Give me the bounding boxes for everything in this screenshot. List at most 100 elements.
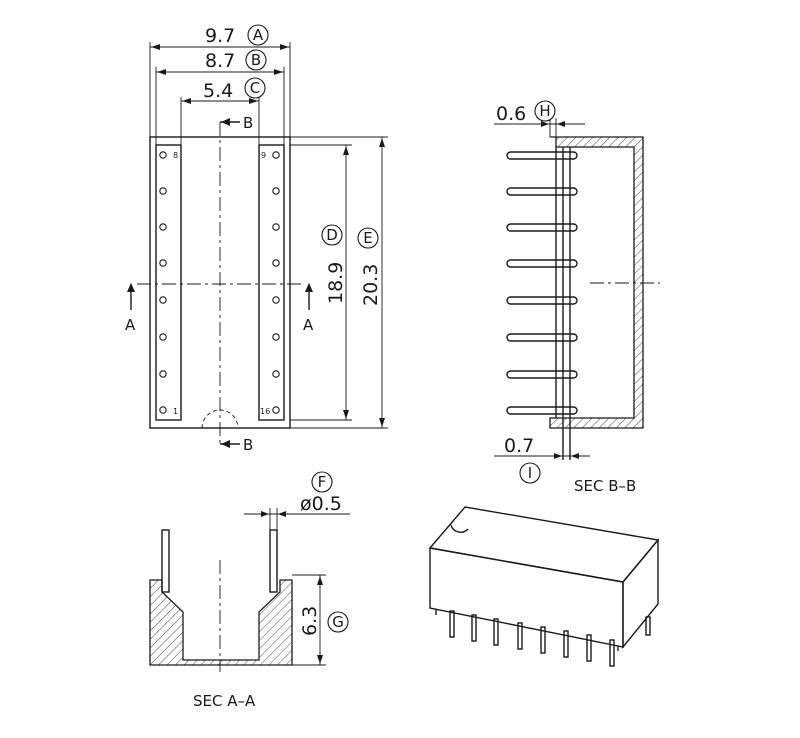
pin-hole (159, 151, 167, 159)
pin-number-1: 1 (173, 407, 178, 416)
lead (540, 626, 546, 654)
side-pin (506, 187, 578, 196)
body-front-face (429, 547, 624, 648)
arrowhead (280, 44, 289, 50)
pin-hole (272, 370, 280, 378)
right-pin-strip (258, 144, 285, 421)
callout-g-circle (327, 611, 349, 633)
arrowhead (343, 146, 349, 155)
arrowhead (127, 283, 135, 292)
lead (493, 618, 499, 646)
isometric-view (428, 506, 660, 667)
dimension-c-value: 5.4 (203, 80, 233, 102)
section-a-a-title: SEC A–A (193, 692, 256, 710)
arrowhead (221, 118, 230, 126)
callout-b-letter: B (251, 51, 261, 69)
body-side-face (622, 538, 659, 649)
side-pin (506, 370, 578, 379)
lead (471, 614, 477, 642)
arrowhead (541, 121, 549, 127)
arrowhead (249, 98, 258, 104)
pin-hole (159, 370, 167, 378)
callout-b-circle (245, 49, 267, 71)
pin-hole (272, 406, 280, 414)
callout-i-circle (519, 462, 541, 484)
lead (609, 639, 615, 667)
callout-c-circle (244, 77, 266, 99)
section-a-a-view: ø0.5 F 6.3 G SEC A–A (149, 471, 350, 710)
side-pin (506, 333, 578, 342)
top-view: 8 9 1 16 A A B B 9.7 A 8.7 B (125, 24, 388, 454)
pin-hole (159, 259, 167, 267)
section-a-label-left: A (125, 316, 136, 334)
dimension-i-value: 0.7 (504, 435, 534, 457)
lead-right (269, 529, 278, 593)
callout-e-letter: E (363, 229, 372, 247)
pin-number-8: 8 (173, 151, 178, 160)
callout-d-letter: D (326, 226, 338, 244)
side-pin (506, 296, 578, 305)
callout-c-letter: C (250, 79, 260, 97)
dimension-f-value: ø0.5 (300, 493, 342, 515)
section-b-b-title: SEC B–B (574, 477, 636, 495)
callout-f-circle (311, 471, 333, 493)
dimension-d-value: 18.9 (325, 262, 347, 304)
section-b-label-top: B (243, 114, 253, 132)
pin-hole (159, 296, 167, 304)
callout-g-letter: G (332, 613, 344, 631)
callout-e-circle (357, 227, 379, 249)
pin-number-16: 16 (260, 407, 270, 416)
callout-f-letter: F (318, 473, 327, 491)
lead-left (161, 529, 170, 593)
dimension-e-value: 20.3 (360, 264, 382, 306)
arrowhead (157, 69, 166, 75)
callout-i-letter: I (528, 464, 532, 482)
lead (586, 634, 592, 662)
arrowhead (379, 418, 385, 427)
lead (449, 610, 455, 638)
arrowhead (379, 138, 385, 147)
section-a-label-right: A (303, 316, 314, 334)
callout-a-letter: A (253, 26, 264, 44)
arrowhead (278, 511, 286, 517)
section-b-label-bottom: B (243, 436, 253, 454)
pin-hole (272, 259, 280, 267)
pin-hole (272, 333, 280, 341)
section-b-b-view: 0.6 H 0.7 I SEC B–B (494, 100, 660, 495)
dimension-g-value: 6.3 (299, 606, 321, 636)
arrowhead (554, 453, 562, 459)
pin1-notch (201, 409, 239, 429)
pin-hole (159, 187, 167, 195)
side-pin (506, 406, 578, 415)
side-pin (506, 151, 578, 160)
arrowhead (182, 98, 191, 104)
arrowhead (261, 511, 269, 517)
arrowhead (557, 121, 565, 127)
pin-hole (272, 151, 280, 159)
side-pin (506, 259, 578, 268)
pin-hole (159, 333, 167, 341)
arrowhead (274, 69, 283, 75)
pin-hole (159, 223, 167, 231)
callout-a-circle (247, 24, 269, 46)
hatched-housing (549, 136, 644, 429)
pin-number-9: 9 (261, 151, 266, 160)
dimension-h-value: 0.6 (496, 103, 526, 125)
body-top-face (428, 506, 660, 583)
lead (645, 616, 651, 636)
arrowhead (571, 453, 579, 459)
pin-hole (159, 406, 167, 414)
pin-hole (272, 296, 280, 304)
arrowhead (317, 655, 323, 664)
pin1-notch (450, 524, 469, 533)
arrowhead (317, 576, 323, 585)
pin-hole (272, 187, 280, 195)
pin-hole (272, 223, 280, 231)
left-pin-strip (155, 144, 182, 421)
arrowhead (221, 440, 230, 448)
lead (563, 630, 569, 658)
lead (517, 622, 523, 650)
side-pin (506, 223, 578, 232)
dimension-a-value: 9.7 (205, 25, 235, 47)
